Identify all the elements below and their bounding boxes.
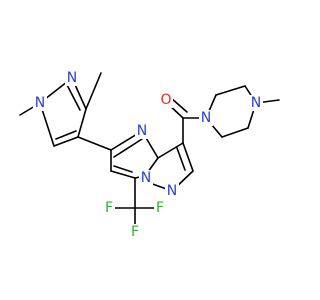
bond-cc-cd — [221, 127, 249, 138]
atom-label-n: N — [201, 110, 211, 126]
atom-n-piperazine-1: N — [199, 110, 213, 126]
atom-label-n: N — [67, 70, 77, 86]
bond-carbonyl-o-b — [170, 97, 188, 113]
atom-n-pz1-methyl: N — [33, 95, 47, 111]
atom-f-3: F — [129, 224, 141, 240]
bond-ca-cb — [215, 85, 246, 96]
atom-n-piperazine-4: N — [249, 95, 263, 111]
atom-label-n: N — [167, 183, 177, 199]
bond-c3-c4 — [77, 108, 87, 138]
bond-c3-c2-a — [182, 142, 194, 172]
bond-c5-n4-b — [113, 138, 143, 158]
atom-label-f: F — [105, 200, 113, 216]
atom-label-n: N — [137, 123, 147, 139]
molecule-structure-diagram: N N N N N O N N — [19, 70, 280, 240]
atom-f-2: F — [154, 200, 166, 216]
atom-o-carbonyl: O — [159, 92, 173, 108]
atom-label-n: N — [251, 95, 261, 111]
atom-f-1: F — [103, 200, 115, 216]
atom-labels: N N N N N O N N — [33, 70, 263, 240]
bond-c7-c6-a — [110, 170, 136, 179]
atom-label-f: F — [131, 224, 139, 240]
bond-c3-c2-b — [176, 147, 186, 171]
bond-c7-c6-b — [113, 165, 133, 173]
bond-c4-pyrimidine — [77, 136, 112, 151]
atom-label-o: O — [160, 92, 171, 108]
bond-c4-c5-a — [53, 136, 79, 147]
atom-n-pyrazole: N — [165, 183, 179, 199]
atom-label-f: F — [156, 200, 164, 216]
atom-label-n: N — [141, 170, 151, 186]
bond-npz2-c3-b — [65, 82, 81, 111]
bond-c3a-c3 — [157, 142, 184, 159]
atom-n-pz2: N — [65, 70, 79, 86]
atom-n-pyrimidine: N — [135, 123, 149, 139]
atom-label-n: N — [35, 95, 45, 111]
bond-c3-methyl — [85, 72, 102, 110]
bonds — [19, 72, 280, 231]
bond-c4-c5-b — [55, 130, 77, 140]
atom-n-pyrazole-bridge: N — [139, 170, 153, 186]
